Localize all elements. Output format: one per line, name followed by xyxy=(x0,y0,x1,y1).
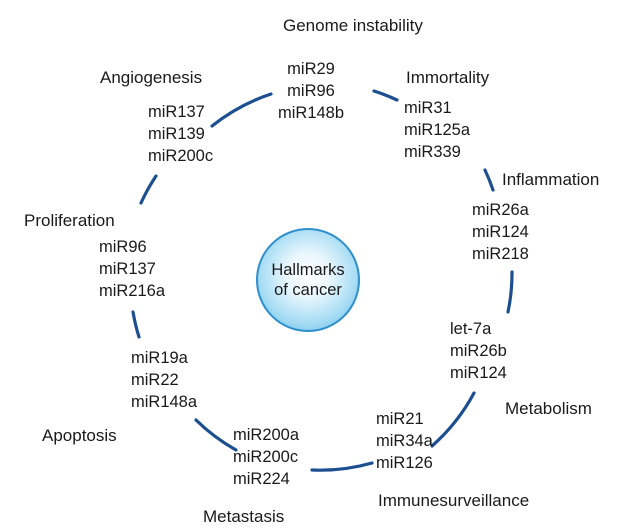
hallmark-label-inflammation: Inflammation xyxy=(502,170,600,189)
mir-item: miR137 xyxy=(99,260,156,278)
mir-item: miR26a xyxy=(472,201,529,219)
mir-item: miR200a xyxy=(233,426,300,444)
mir-item: miR96 xyxy=(99,238,147,256)
mir-item: miR339 xyxy=(404,143,461,161)
mir-list-inflammation: miR26a miR124 miR218 xyxy=(472,199,529,265)
mir-item: miR124 xyxy=(472,223,529,241)
mir-item: miR148b xyxy=(278,104,345,122)
mir-item: miR224 xyxy=(233,470,290,488)
hallmark-label-metabolism: Metabolism xyxy=(505,399,592,418)
ring-arc xyxy=(483,168,495,192)
mir-item: miR216a xyxy=(99,282,166,300)
mir-list-genome-instability: miR29 miR96 miR148b xyxy=(278,58,344,124)
center-label-line2: of cancer xyxy=(274,281,342,299)
mir-item: miR31 xyxy=(404,99,452,117)
mir-item: miR19a xyxy=(131,349,188,367)
mir-item: miR29 xyxy=(287,60,335,78)
mir-item: miR124 xyxy=(450,364,507,382)
center-label: Hallmarks of cancer xyxy=(271,260,344,300)
mir-item: miR218 xyxy=(472,245,529,263)
ring-arc xyxy=(310,461,374,472)
mir-item: miR139 xyxy=(148,125,205,143)
ring-arc xyxy=(139,174,158,205)
ring-arc xyxy=(210,92,273,128)
ring-arc xyxy=(506,270,514,314)
mir-item: miR126 xyxy=(376,454,433,472)
hallmark-label-apoptosis: Apoptosis xyxy=(42,426,117,445)
mir-item: miR34a xyxy=(376,432,433,450)
mir-item: miR137 xyxy=(148,103,205,121)
hallmark-label-metastasis: Metastasis xyxy=(203,507,285,526)
mir-list-apoptosis: miR19a miR22 miR148a xyxy=(131,347,197,413)
ring-arc xyxy=(131,310,141,339)
mir-list-immortality: miR31 miR125a miR339 xyxy=(404,97,470,163)
hallmark-label-immortality: Immortality xyxy=(406,68,490,87)
hallmark-label-genome-instability: Genome instability xyxy=(283,16,423,35)
ring-arc xyxy=(430,391,476,448)
hallmarks-center-circle: Hallmarks of cancer xyxy=(256,228,360,332)
mir-item: miR96 xyxy=(287,82,335,100)
mir-item: miR200c xyxy=(233,448,299,466)
mir-list-proliferation: miR96 miR137 miR216a xyxy=(99,236,165,302)
mir-list-metabolism: let-7a miR26b miR124 xyxy=(450,318,507,384)
mir-list-immunesurveillance: miR21 miR34a miR126 xyxy=(376,408,433,474)
hallmark-label-immunesurveillance: Immunesurveillance xyxy=(378,491,530,510)
ring-arc xyxy=(194,418,238,452)
mir-item: miR148a xyxy=(131,393,198,411)
hallmark-label-angiogenesis: Angiogenesis xyxy=(100,68,203,87)
mir-item: miR21 xyxy=(376,410,424,428)
ring-arc xyxy=(372,89,399,102)
mir-item: miR22 xyxy=(131,371,179,389)
mir-list-angiogenesis: miR137 miR139 miR200c xyxy=(148,101,213,167)
center-label-line1: Hallmarks xyxy=(271,261,345,279)
mir-list-metastasis: miR200a miR200c miR224 xyxy=(233,424,299,490)
mir-item: miR26b xyxy=(450,342,507,360)
mir-item: miR125a xyxy=(404,121,471,139)
mir-item: let-7a xyxy=(450,320,492,338)
mir-item: miR200c xyxy=(148,147,214,165)
hallmark-label-proliferation: Proliferation xyxy=(24,211,115,230)
